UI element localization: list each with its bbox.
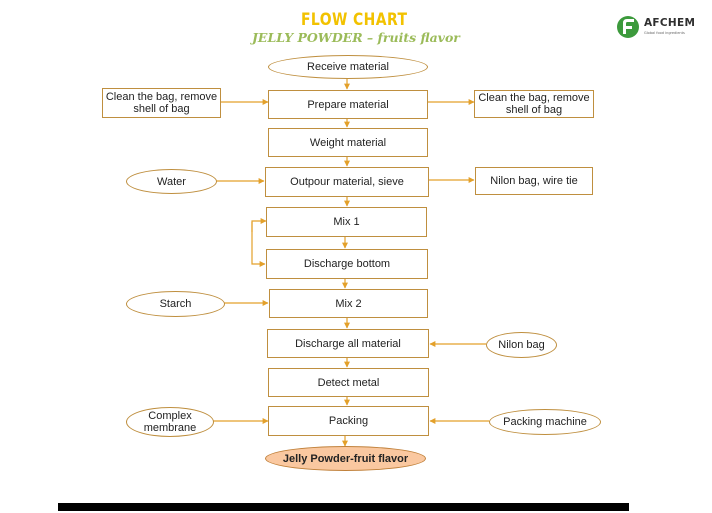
side-complex-membrane: Complex membrane bbox=[126, 407, 214, 437]
step-outpour: Outpour material, sieve bbox=[265, 167, 429, 197]
side-clean-left: Clean the bag, remove shell of bag bbox=[102, 88, 221, 118]
arrow-loop-to-discharge bbox=[251, 222, 266, 267]
step-weight: Weight material bbox=[268, 128, 428, 157]
step-receive: Receive material bbox=[268, 55, 428, 79]
step-prepare: Prepare material bbox=[268, 90, 428, 119]
afchem-logo-icon bbox=[617, 16, 639, 38]
step-mix2: Mix 2 bbox=[269, 289, 428, 318]
side-packing-machine: Packing machine bbox=[489, 409, 601, 435]
step-packing: Packing bbox=[268, 406, 429, 436]
side-starch: Starch bbox=[126, 291, 225, 317]
side-nilon-wire: Nilon bag, wire tie bbox=[475, 167, 593, 195]
step-mix1: Mix 1 bbox=[266, 207, 427, 237]
bottom-bar bbox=[58, 503, 629, 511]
side-water: Water bbox=[126, 169, 217, 194]
final-product: Jelly Powder-fruit flavor bbox=[265, 446, 426, 471]
step-discharge-all: Discharge all material bbox=[267, 329, 429, 358]
arrow-loop-to-mix1 bbox=[251, 218, 267, 232]
logo-name: AFCHEM bbox=[644, 17, 696, 29]
side-nilon-bag: Nilon bag bbox=[486, 332, 557, 358]
step-discharge-bottom: Discharge bottom bbox=[266, 249, 428, 279]
logo-tagline: Global food ingredients bbox=[644, 31, 685, 35]
side-clean-right: Clean the bag, remove shell of bag bbox=[474, 90, 594, 118]
chart-subtitle: JELLY POWDER – fruits flavor bbox=[252, 30, 460, 45]
chart-title: FLOW CHART bbox=[301, 10, 408, 30]
step-detect-metal: Detect metal bbox=[268, 368, 429, 397]
